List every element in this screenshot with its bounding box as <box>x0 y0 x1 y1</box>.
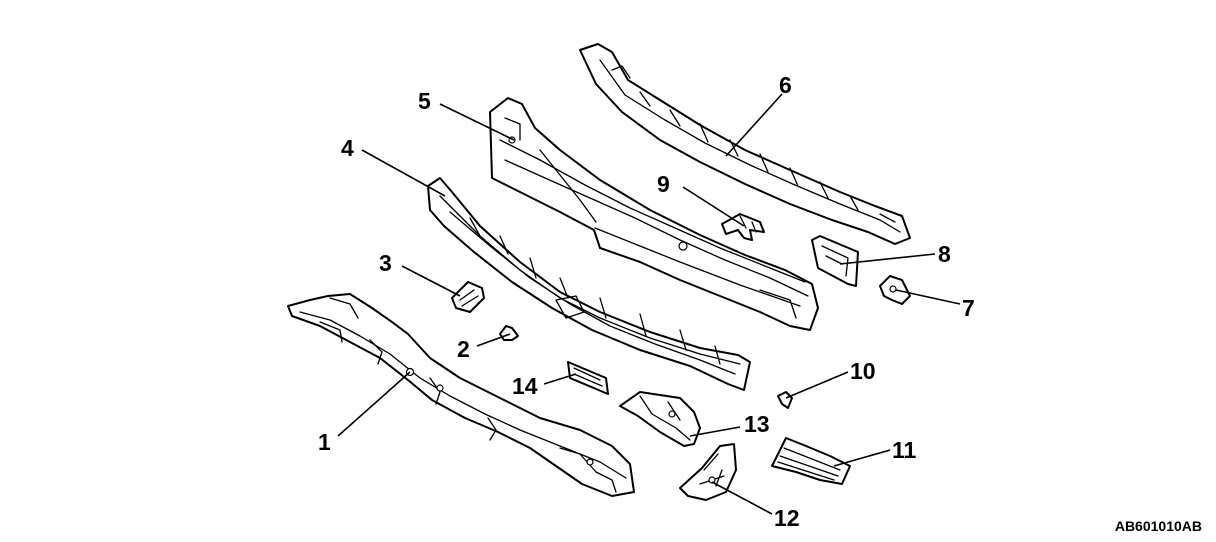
part-2-clip <box>499 325 519 341</box>
leader-1 <box>337 371 411 437</box>
leader-3 <box>401 265 461 297</box>
leader-6 <box>725 93 783 157</box>
callout-12: 12 <box>774 505 800 531</box>
callout-13: 13 <box>744 411 770 437</box>
leader-11 <box>833 449 891 467</box>
callout-2: 2 <box>457 336 470 362</box>
part-9-bracket <box>721 213 765 241</box>
leader-10 <box>785 371 849 399</box>
part-5-cowl-inner-upper <box>489 97 819 331</box>
figure-code: AB601010AB <box>1114 518 1202 534</box>
part-3-bracket <box>451 281 485 313</box>
part-12-side-bracket <box>679 443 737 501</box>
callout-7: 7 <box>962 295 975 321</box>
callout-9: 9 <box>657 171 670 197</box>
callout-10: 10 <box>850 358 876 384</box>
part-10-clip <box>777 391 793 409</box>
callout-1: 1 <box>318 429 331 455</box>
part-1-lower-dash-panel <box>287 293 635 497</box>
callout-4: 4 <box>341 135 354 161</box>
leader-12 <box>711 481 773 515</box>
callout-8: 8 <box>938 241 951 267</box>
part-8-bracket <box>811 235 859 287</box>
leader-14 <box>543 373 577 385</box>
leader-8 <box>839 253 936 265</box>
leader-13 <box>689 426 741 437</box>
callout-6: 6 <box>779 72 792 98</box>
callout-labels: 1 2 3 4 5 6 7 8 9 10 11 12 13 14 <box>318 72 975 531</box>
part-14-plate <box>567 361 609 395</box>
callout-5: 5 <box>418 88 431 114</box>
leader-5 <box>439 103 515 141</box>
part-4-cowl-inner-lower <box>427 177 751 391</box>
leader-9 <box>682 186 745 227</box>
leader-4 <box>361 149 446 197</box>
leader-2 <box>476 333 511 347</box>
leader-7 <box>895 289 961 305</box>
part-7-bracket <box>879 275 911 305</box>
part-6-cowl-top-panel <box>579 43 911 245</box>
part-13-side-panel <box>619 391 701 447</box>
callout-11: 11 <box>892 437 917 463</box>
callout-3: 3 <box>379 250 392 276</box>
callout-14: 14 <box>512 373 538 399</box>
part-11-grille <box>771 437 851 485</box>
leader-lines <box>337 93 961 515</box>
